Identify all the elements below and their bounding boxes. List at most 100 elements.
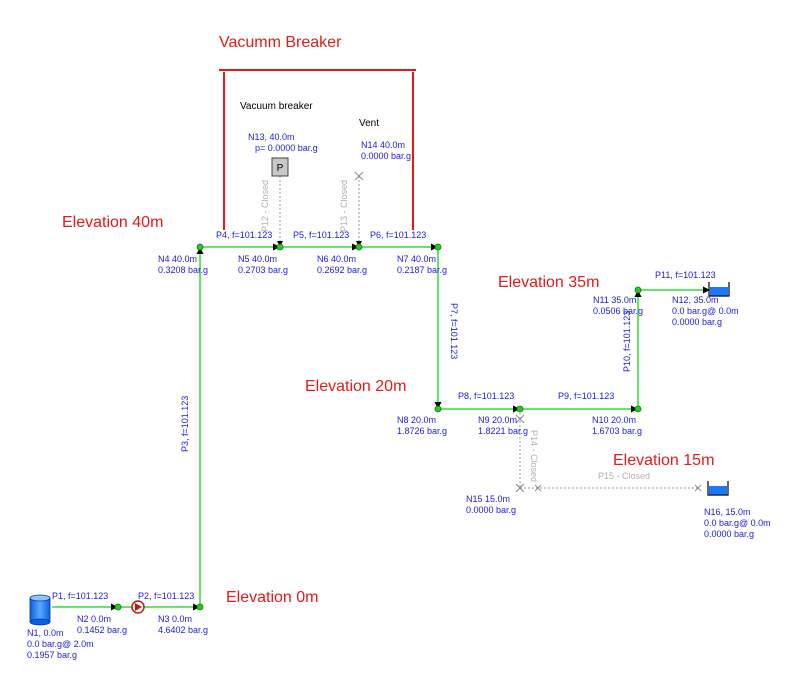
n1-label-2: 0.0 bar.g@ 2.0m (27, 639, 94, 649)
closed-end-markers (354, 171, 702, 493)
p14-label: P14 - Closed (529, 430, 539, 482)
node-n2[interactable] (114, 603, 122, 611)
p1-label: P1, f=101.123 (52, 591, 108, 601)
arrow-p4 (273, 243, 280, 251)
n16-label-2: 0.0 bar.g@ 0.0m (704, 518, 771, 528)
arrow-p8 (513, 405, 520, 413)
node-n7[interactable] (434, 243, 442, 251)
p15-end-marker (694, 484, 702, 492)
diagram-title: Vacumm Breaker (219, 34, 342, 51)
p9-label: P9, f=101.123 (558, 391, 614, 401)
node-n10[interactable] (634, 405, 642, 413)
closed-pipes (279, 176, 700, 489)
node-n8[interactable] (434, 405, 442, 413)
junction-nodes (114, 243, 642, 611)
n13-label-2: p= 0.0000 bar.g (255, 143, 318, 153)
node-n14-marker[interactable] (354, 171, 364, 181)
n2-label-2: 0.1452 bar.g (77, 625, 127, 635)
pump-icon[interactable] (131, 600, 145, 614)
arrow-p3 (196, 247, 204, 254)
n2-label-1: N2 0.0m (77, 614, 111, 624)
n15-label-2: 0.0000 bar.g (466, 505, 516, 515)
n4-label-1: N4 40.0m (158, 254, 197, 264)
node-n5[interactable] (276, 243, 284, 251)
vacuum-breaker-enclosure (219, 69, 416, 230)
n12-label-2: 0.0 bar.g@ 0.0m (672, 306, 739, 316)
arrow-p6 (431, 243, 438, 251)
p6-label: P6, f=101.123 (370, 230, 426, 240)
reservoir-n1-icon[interactable] (29, 594, 51, 626)
tank-n12-icon[interactable] (708, 282, 730, 297)
active-pipes (52, 246, 710, 608)
arrow-p1 (111, 603, 118, 611)
n10-label-2: 1.6703 bar.g (592, 426, 642, 436)
p7-label: P7, f=101.123 (449, 303, 459, 359)
p10-label: P10, f=101.123 (622, 311, 632, 372)
pressure-node-n13[interactable]: P (271, 157, 289, 177)
n12-label-3: 0.0000 bar.g (672, 317, 722, 327)
node-n4[interactable] (196, 243, 204, 251)
p12-label: P12 - Closed (260, 180, 270, 232)
arrow-p9 (631, 405, 638, 413)
n9-label-2: 1.8221 bar.g (478, 426, 528, 436)
p4-label: P4, f=101.123 (216, 230, 272, 240)
p8-label: P8, f=101.123 (458, 391, 514, 401)
n16-label-1: N16, 15.0m (704, 507, 751, 517)
n16-label-3: 0.0000 bar.g (704, 529, 754, 539)
p3-label: P3, f=101.123 (180, 396, 190, 452)
n11-label-2: 0.0506 bar.g (593, 306, 643, 316)
pipe-labels: P1, f=101.123 P2, f=101.123 P3, f=101.12… (52, 180, 716, 601)
pressure-symbol: P (277, 163, 284, 174)
arrow-p10 (634, 290, 642, 297)
n10-label-1: N10 20.0m (592, 415, 636, 425)
n14-label-1: N14 40.0m (361, 140, 405, 150)
p13-label: P13 - Closed (339, 180, 349, 232)
p5-label: P5, f=101.123 (293, 230, 349, 240)
n8-label-1: N8 20.0m (397, 415, 436, 425)
p14-end-marker (515, 414, 525, 424)
n15-label-1: N15 15.0m (466, 494, 510, 504)
n3-label-2: 4.6402 bar.g (158, 625, 208, 635)
n9-label-1: N9 20.0m (478, 415, 517, 425)
n14-label-2: 0.0000 bar.g (361, 151, 411, 161)
p15-start-marker (534, 484, 542, 492)
n1-label-3: 0.1957 bar.g (27, 650, 77, 660)
n5-label-2: 0.2703 bar.g (238, 265, 288, 275)
n8-label-2: 1.8726 bar.g (397, 426, 447, 436)
node-n9[interactable] (516, 405, 524, 413)
node-n6[interactable] (355, 243, 363, 251)
elevation-35-label: Elevation 35m (498, 274, 599, 291)
n5-label-1: N5 40.0m (238, 254, 277, 264)
tank-n16-icon[interactable] (707, 481, 729, 496)
n11-label-1: N11 35.0m (593, 295, 636, 305)
elevation-20-label: Elevation 20m (305, 378, 406, 395)
n7-label-2: 0.2187 bar.g (397, 265, 447, 275)
vacuum-breaker-annotation: Vacuum breaker (240, 101, 313, 112)
elevation-40-label: Elevation 40m (62, 214, 163, 231)
node-n3[interactable] (196, 603, 204, 611)
elevation-15-label: Elevation 15m (613, 452, 714, 469)
p2-label: P2, f=101.123 (138, 591, 194, 601)
arrow-p7 (434, 402, 442, 409)
n6-label-1: N6 40.0m (317, 254, 356, 264)
n3-label-1: N3 0.0m (158, 614, 192, 624)
elevation-0-label: Elevation 0m (226, 589, 319, 606)
arrow-p11 (703, 286, 710, 294)
n12-label-1: N12, 35.0m (672, 295, 719, 305)
node-labels: N1, 0.0m 0.0 bar.g@ 2.0m 0.1957 bar.g N2… (27, 132, 771, 660)
n6-label-2: 0.2692 bar.g (317, 265, 367, 275)
node-n11[interactable] (634, 286, 642, 294)
flow-arrows (111, 241, 710, 611)
p15-label: P15 - Closed (598, 471, 650, 481)
n13-label-1: N13, 40.0m (248, 132, 295, 142)
n7-label-1: N7 40.0m (397, 254, 436, 264)
n4-label-2: 0.3208 bar.g (158, 265, 208, 275)
node-n15-marker[interactable] (515, 483, 525, 493)
n1-label-1: N1, 0.0m (27, 628, 64, 638)
p11-label: P11, f=101.123 (655, 270, 716, 280)
vent-annotation: Vent (359, 118, 379, 129)
arrow-p2 (193, 603, 200, 611)
arrow-p5 (352, 243, 359, 251)
